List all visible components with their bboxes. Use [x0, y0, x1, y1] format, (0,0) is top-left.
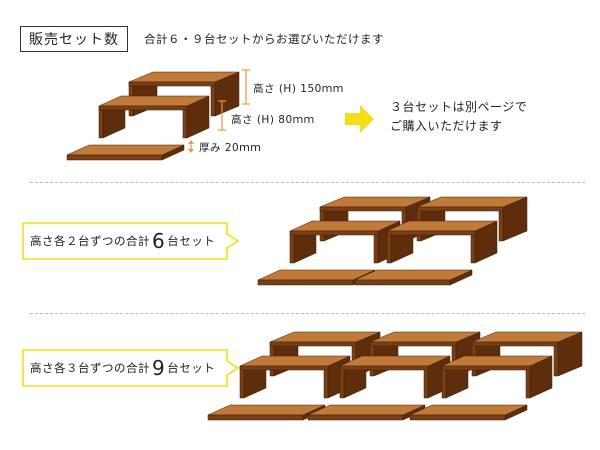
stand-group-nine — [207, 331, 583, 421]
stand-top-edge — [269, 341, 357, 347]
stand-leg-front — [210, 81, 216, 117]
stand-leg-front — [441, 365, 447, 399]
stand-top-edge — [128, 81, 216, 87]
right-arrow-icon — [345, 105, 374, 133]
stand-leg-front — [323, 365, 329, 399]
board-front — [307, 414, 404, 421]
stand-top-edge — [98, 105, 188, 111]
nine-stand-illustration — [207, 331, 583, 421]
section-title-box: 販売セット数 — [20, 26, 128, 52]
stand-top-edge — [441, 365, 531, 371]
stand-leg-front — [339, 365, 345, 399]
stand-group-six — [257, 196, 528, 286]
three-stand-illustration — [66, 69, 374, 161]
callout-bubble-shape — [22, 349, 240, 387]
six-set-count: 6 — [152, 229, 166, 253]
nine-set-count: 9 — [152, 356, 166, 380]
board-front — [257, 279, 354, 286]
board-front — [354, 279, 451, 286]
short-height-label: 高さ (H) 80ｍｍ — [231, 114, 315, 126]
section-subtitle: 合計６・９台セットからお選びいただけます — [144, 32, 384, 46]
board-front — [207, 414, 304, 421]
nine-set-prefix: 高さ各３台ずつの合計 — [30, 361, 150, 375]
stand-leg-front — [423, 365, 429, 399]
stand-leg-front — [373, 230, 379, 264]
board-front — [66, 154, 163, 161]
stand-top-edge — [369, 341, 457, 347]
stand-leg-front — [553, 341, 559, 377]
note-line-1: ３台セットは別ページで — [390, 100, 528, 114]
nine-set-callout: 高さ各３台ずつの合計 9 台セット — [22, 349, 240, 387]
six-set-prefix: 高さ各２台ずつの合計 — [30, 234, 150, 248]
six-stand-illustration — [257, 196, 528, 286]
stand-leg-front — [470, 230, 476, 264]
stand-top-edge — [319, 206, 407, 212]
stand-group-top — [66, 71, 240, 161]
section-divider-2 — [30, 313, 585, 314]
stand-top-edge — [289, 230, 379, 236]
thickness-label: 厚み 20ｍｍ — [199, 142, 262, 154]
stand-leg-front — [289, 230, 295, 264]
stand-leg-front — [386, 230, 392, 264]
stand-leg-front — [239, 365, 245, 399]
nine-set-suffix: 台セット — [167, 361, 216, 375]
callout-bubble-shape — [22, 222, 240, 260]
stand-top-edge — [386, 230, 476, 236]
six-set-suffix: 台セット — [167, 234, 216, 248]
double-arrow-icon — [188, 140, 194, 153]
stand-leg-front — [498, 206, 504, 242]
stand-top-edge — [239, 365, 329, 371]
stand-top-edge — [339, 365, 429, 371]
tall-height-label: 高さ (H) 150ｍｍ — [253, 83, 344, 95]
stand-top-edge — [416, 206, 504, 212]
stand-leg-front — [182, 105, 188, 139]
stand-leg-front — [525, 365, 531, 399]
stand-top-edge — [471, 341, 559, 347]
section-divider-1 — [30, 182, 585, 183]
note-line-2: ご購入いただけます — [390, 119, 503, 133]
section-title: 販売セット数 — [29, 32, 119, 48]
six-set-callout: 高さ各２台ずつの合計 6 台セット — [22, 222, 240, 260]
stand-leg-front — [98, 105, 104, 139]
board-front — [409, 414, 506, 421]
